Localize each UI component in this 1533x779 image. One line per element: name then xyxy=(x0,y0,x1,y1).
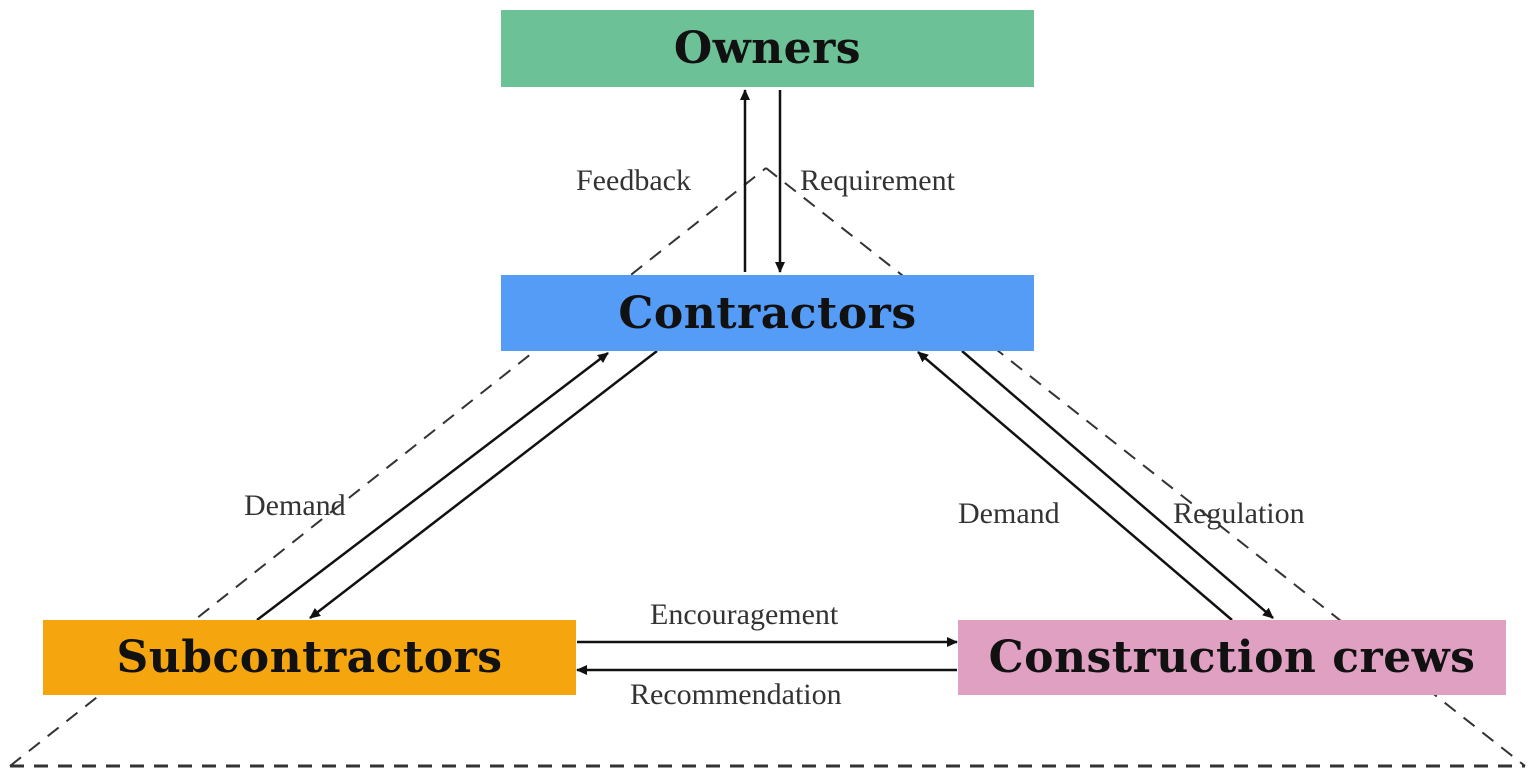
node-contractors-label: Contractors xyxy=(618,287,917,339)
node-construction-crews: Construction crews xyxy=(958,620,1506,695)
node-owners-label: Owners xyxy=(673,23,862,74)
label-demand-right: Demand xyxy=(958,497,1060,530)
arrow-demand-right xyxy=(917,351,1233,621)
node-construction-crews-label: Construction crews xyxy=(988,632,1476,683)
label-requirement: Requirement xyxy=(800,164,955,197)
arrow-demand-left xyxy=(256,352,609,621)
label-recommendation: Recommendation xyxy=(630,678,842,711)
arrow-contractors-to-subcontractors xyxy=(309,350,658,619)
arrow-regulation xyxy=(961,350,1274,619)
node-subcontractors: Subcontractors xyxy=(43,620,576,695)
node-subcontractors-label: Subcontractors xyxy=(116,632,503,683)
node-contractors: Contractors xyxy=(501,275,1034,351)
label-feedback: Feedback xyxy=(576,164,691,197)
label-demand-left: Demand xyxy=(244,489,346,522)
dashed-triangle-left-edge xyxy=(9,167,767,767)
node-owners: Owners xyxy=(501,10,1034,87)
label-regulation: Regulation xyxy=(1173,497,1305,530)
label-encouragement: Encouragement xyxy=(650,598,839,631)
